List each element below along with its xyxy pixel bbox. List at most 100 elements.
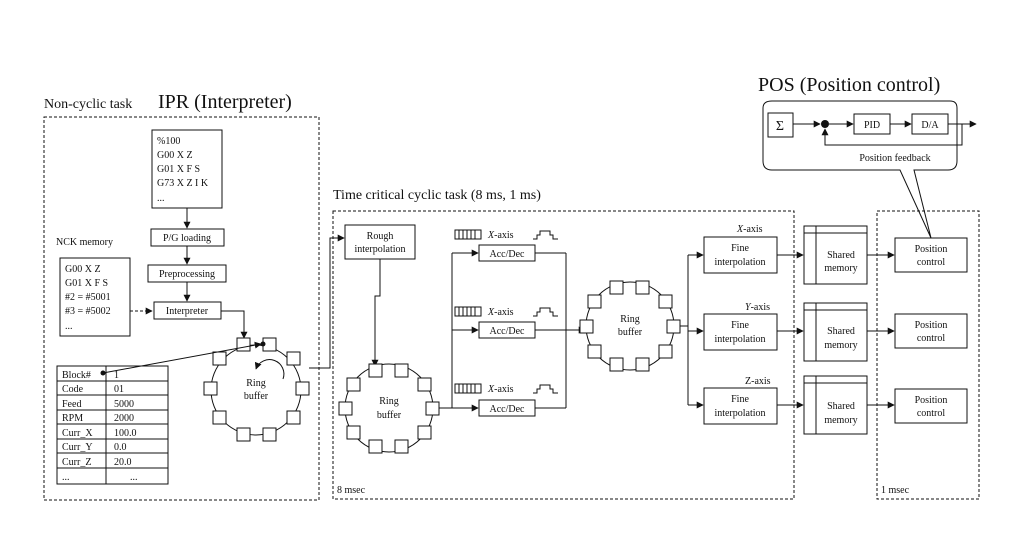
ipr-ring-label: Ring xyxy=(246,378,265,389)
table-cell: 01 xyxy=(114,384,124,395)
cyclic-ring-buffer-slots xyxy=(338,363,440,454)
fine-ring-buffer-slots xyxy=(579,280,681,372)
pulse-train-icon xyxy=(454,383,482,394)
axis-label: X-axis xyxy=(487,384,514,395)
nck-line: #3 = #5002 xyxy=(65,306,111,317)
ipr-ring-label: buffer xyxy=(244,391,269,402)
accel-profile-icon xyxy=(533,230,558,240)
fine-label: Fine xyxy=(731,320,749,331)
da-label: D/A xyxy=(921,120,939,131)
preprocessing-label: Preprocessing xyxy=(159,269,215,280)
position-control-z: Position control xyxy=(894,388,968,424)
fine-interp-box xyxy=(703,313,778,351)
nck-line: G01 X F S xyxy=(65,278,108,289)
nck-line: #2 = #5001 xyxy=(65,292,111,303)
pos-title: POS (Position control) xyxy=(758,74,940,96)
sigma-box xyxy=(767,112,794,138)
fine-interp-box xyxy=(703,236,778,274)
pc-label: control xyxy=(917,333,946,344)
nck-line: G00 X Z xyxy=(65,264,101,275)
fine-label: interpolation xyxy=(714,334,765,345)
pc-label: Position xyxy=(915,244,948,255)
fine-axis-label: X-axis xyxy=(736,224,763,235)
shared-memory-box xyxy=(803,302,868,362)
block-table: Block# 1 Code 01 Feed 5000 RPM 2000 Curr… xyxy=(56,365,169,485)
program-line: ... xyxy=(157,193,165,204)
acc-dec-label: Acc/Dec xyxy=(490,404,526,415)
position-control-x: Position control xyxy=(894,237,968,273)
program-line: G00 X Z xyxy=(157,150,193,161)
pid-label: PID xyxy=(864,120,880,131)
shared-memory-x: Shared memory xyxy=(803,225,868,285)
rough-label: interpolation xyxy=(354,244,405,255)
table-cell: 1 xyxy=(114,370,119,381)
accel-profile-icon xyxy=(533,307,558,317)
program-line: G73 X Z I K xyxy=(157,178,209,189)
cyclic-region xyxy=(332,210,795,500)
table-cell: Curr_Y xyxy=(62,442,93,453)
table-cell: 2000 xyxy=(114,413,134,424)
table-cell: 20.0 xyxy=(114,457,132,468)
program-line: G01 X F S xyxy=(157,164,200,175)
sigma-label: Σ xyxy=(776,119,784,134)
shared-memory-box xyxy=(803,375,868,435)
position-control-box xyxy=(894,388,968,424)
ipr-ring-buffer-slots xyxy=(203,337,310,442)
ipr-title: IPR (Interpreter) xyxy=(158,91,292,113)
acc-dec-row-2: Acc/Dec X-axis xyxy=(454,306,558,339)
fine-interp-y: Y-axis Fine interpolation xyxy=(703,302,778,351)
shared-label: memory xyxy=(824,340,857,351)
fine-label: Fine xyxy=(731,243,749,254)
acc-dec-row-1: Acc/Dec X-axis xyxy=(454,229,558,262)
ms8-label: 8 msec xyxy=(337,485,366,496)
accel-profile-icon xyxy=(533,384,558,394)
summing-junction xyxy=(821,120,829,128)
fine-interp-z: Z-axis Fine interpolation xyxy=(703,376,778,425)
non-cyclic-task-label: Non-cyclic task xyxy=(44,97,132,112)
shared-memory-box xyxy=(803,225,868,285)
pg-loading-label: P/G loading xyxy=(163,233,211,244)
pc-label: Position xyxy=(915,395,948,406)
nck-line: ... xyxy=(65,321,73,332)
table-cell: ... xyxy=(62,472,70,483)
program-lines: %100 G00 X Z G01 X F S G73 X Z I K ... xyxy=(157,136,209,204)
cyclic-ring-label: buffer xyxy=(377,410,402,421)
position-control-box xyxy=(894,313,968,349)
table-cell: RPM xyxy=(62,413,83,424)
ms1-label: 1 msec xyxy=(881,485,910,496)
table-cell: Curr_X xyxy=(62,428,93,439)
rough-label: Rough xyxy=(367,231,394,242)
pos-region xyxy=(876,210,980,500)
fine-interp-box xyxy=(703,387,778,425)
time-critical-label: Time critical cyclic task (8 ms, 1 ms) xyxy=(333,188,541,203)
table-cell: Curr_Z xyxy=(62,457,91,468)
acc-dec-label: Acc/Dec xyxy=(490,326,526,337)
shared-label: Shared xyxy=(827,326,855,337)
table-cell: Block# xyxy=(62,370,91,381)
shared-memory-z: Shared memory xyxy=(803,375,868,435)
acc-dec-row-3: Acc/Dec X-axis xyxy=(454,383,558,417)
fine-label: interpolation xyxy=(714,408,765,419)
table-cell: ... xyxy=(130,472,138,483)
pulse-train-icon xyxy=(454,306,482,317)
pc-label: control xyxy=(917,408,946,419)
position-feedback-label: Position feedback xyxy=(859,153,930,164)
pulse-train-icon xyxy=(454,229,482,240)
pc-label: Position xyxy=(915,320,948,331)
fine-interp-x: X-axis Fine interpolation xyxy=(703,224,778,274)
shared-memory-y: Shared memory xyxy=(803,302,868,362)
program-line: %100 xyxy=(157,136,180,147)
table-cell: 5000 xyxy=(114,399,134,410)
ipr-region xyxy=(43,116,320,501)
shared-label: memory xyxy=(824,415,857,426)
shared-label: Shared xyxy=(827,250,855,261)
interpreter-label: Interpreter xyxy=(166,306,209,317)
fine-ring-label: Ring xyxy=(620,314,639,325)
axis-label: X-axis xyxy=(487,230,514,241)
fine-label: interpolation xyxy=(714,257,765,268)
position-control-y: Position control xyxy=(894,313,968,349)
cyclic-ring-label: Ring xyxy=(379,396,398,407)
pc-label: control xyxy=(917,257,946,268)
shared-label: Shared xyxy=(827,401,855,412)
